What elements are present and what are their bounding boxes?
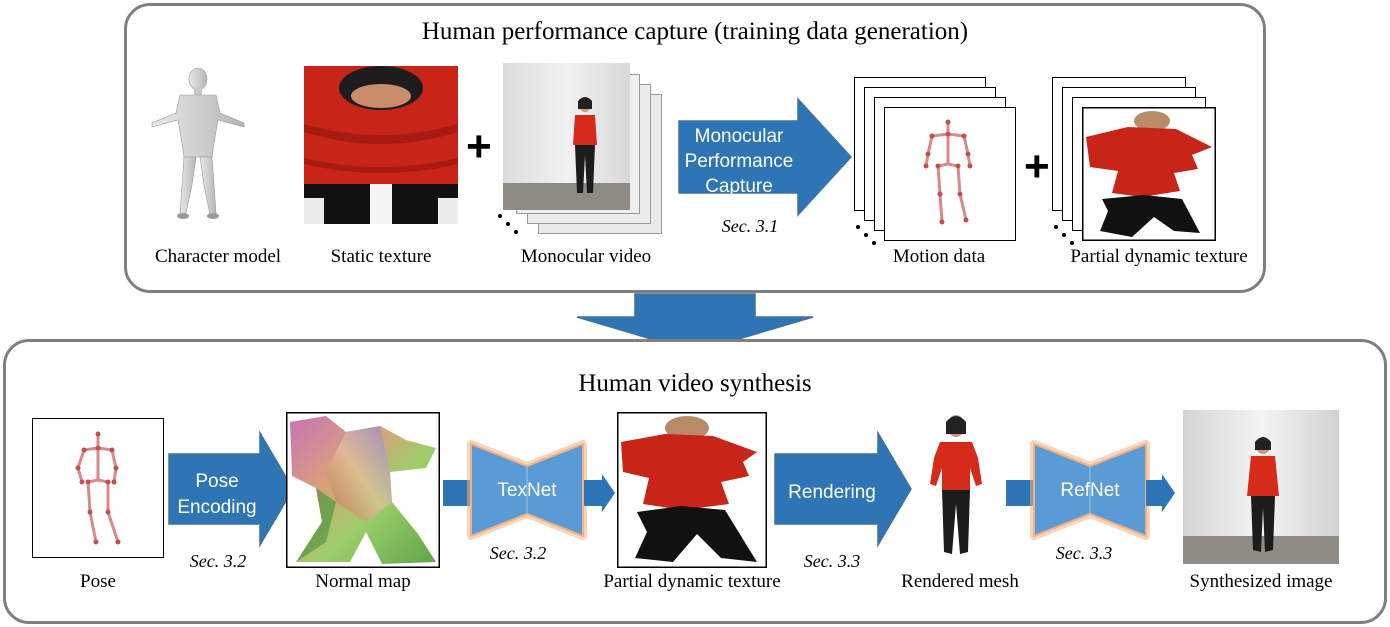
refnet-output-arrow (1146, 474, 1175, 512)
texnet-section-label: Sec. 3.2 (489, 543, 547, 563)
pose-caption: Pose (80, 571, 116, 592)
synthesized-image-icon (1183, 410, 1339, 564)
motion-frame-front (884, 107, 1016, 241)
performance-capture-arrow (678, 97, 853, 217)
monocular-video-caption: Monocular video (520, 246, 652, 267)
plus-sign-1: + (466, 122, 492, 171)
rendering-section-label: Sec. 3.3 (803, 551, 861, 571)
character-model-icon (151, 67, 245, 219)
pose-encoding-label-1: Pose (195, 471, 239, 492)
pose-encoding-arrow (168, 430, 294, 548)
motion-ellipsis-icon (856, 225, 876, 245)
normal-map-icon (286, 412, 440, 568)
synthesis-panel-title: Human video synthesis (578, 370, 812, 397)
performance-capture-label-1: Monocular (694, 126, 784, 147)
plus-sign-2: + (1024, 142, 1050, 191)
rendered-mesh-caption: Rendered mesh (901, 571, 1019, 592)
pose-skeleton-icon (75, 431, 121, 545)
partial-dynamic-texture-caption-bottom: Partial dynamic texture (603, 571, 781, 592)
pose-encoding-label-2: Encoding (177, 497, 257, 518)
person-icon (930, 415, 982, 554)
texnet-network-icon (467, 440, 587, 540)
texnet-label: TexNet (497, 480, 557, 501)
performance-capture-label-3: Capture (705, 176, 773, 197)
synthesized-image-caption: Synthesized image (1189, 571, 1333, 592)
partial-dynamic-texture-caption-top: Partial dynamic texture (1070, 246, 1248, 267)
normal-map-caption: Normal map (315, 571, 411, 592)
skeleton-icon (923, 119, 973, 225)
video-ellipsis-icon (498, 214, 518, 234)
dynamic-texture-icon (1082, 107, 1216, 241)
texture-ellipsis-icon (1054, 225, 1074, 245)
partial-dynamic-texture-icon (617, 412, 767, 568)
video-frame-icon (503, 63, 630, 210)
static-texture-caption: Static texture (330, 246, 432, 267)
capture-panel-title: Human performance capture (training data… (421, 18, 969, 45)
rendering-arrow (774, 430, 912, 548)
refnet-network-icon (1030, 440, 1150, 540)
texnet-output-arrow (584, 474, 615, 512)
section-3-1-label: Sec. 3.1 (721, 216, 779, 236)
performance-capture-label-2: Performance (684, 151, 794, 172)
down-arrow (576, 293, 814, 353)
texture-image-icon (304, 66, 458, 224)
rendering-label: Rendering (788, 482, 876, 503)
motion-data-caption: Motion data (892, 246, 986, 267)
character-model-caption: Character model (154, 246, 282, 267)
pose-encoding-section-label: Sec. 3.2 (189, 551, 247, 571)
refnet-label: RefNet (1060, 480, 1120, 501)
refnet-section-label: Sec. 3.3 (1055, 543, 1113, 563)
